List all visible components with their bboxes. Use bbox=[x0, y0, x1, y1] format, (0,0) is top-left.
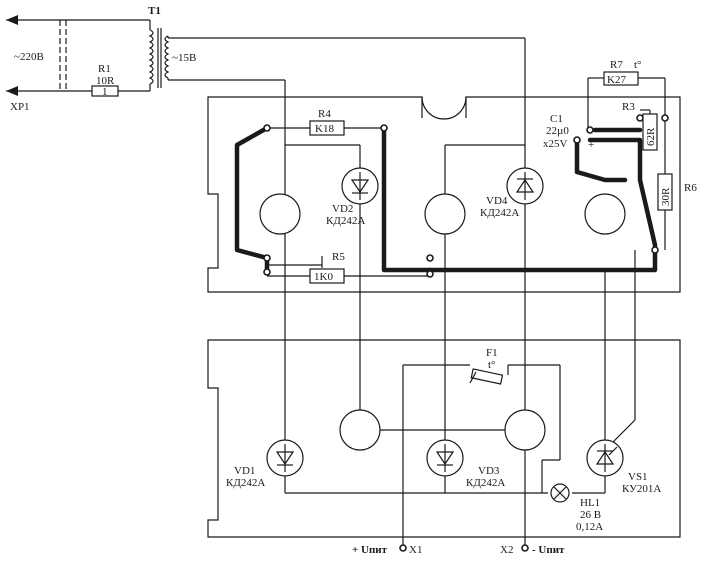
r6-value: 30R bbox=[660, 187, 672, 206]
thyristor-vs1: VS1 КУ201А bbox=[586, 439, 661, 495]
vd1-type: КД242А bbox=[226, 477, 265, 489]
plug-label: XP1 bbox=[10, 101, 30, 113]
wires bbox=[267, 38, 666, 548]
c1-capacitance: 22µ0 bbox=[546, 125, 569, 137]
diode-vd4: VD4 КД242А bbox=[480, 167, 544, 219]
mounting-holes bbox=[259, 193, 626, 451]
hl1-voltage: 26 В bbox=[580, 509, 601, 521]
lower-board bbox=[207, 339, 681, 538]
upper-board bbox=[207, 96, 681, 293]
solder-pads bbox=[263, 114, 669, 552]
vs1-ref: VS1 bbox=[628, 471, 648, 483]
vd2-type: КД242А bbox=[326, 215, 365, 227]
r3-value: 62R bbox=[645, 127, 657, 146]
mains-input: ~220В XP1 bbox=[6, 15, 150, 113]
x2-label: X2 bbox=[500, 544, 513, 556]
r5-value: 1K0 bbox=[314, 271, 333, 283]
r7-value: K27 bbox=[607, 74, 626, 86]
diode-vd3: VD3 КД242А bbox=[426, 439, 505, 489]
resistor-r1: 1 R1 10R bbox=[91, 63, 119, 98]
vd1-ref: VD1 bbox=[234, 465, 255, 477]
hl1-current: 0,12А bbox=[576, 521, 603, 533]
vd4-ref: VD4 bbox=[486, 195, 508, 207]
diode-vd2: VD2 КД242А bbox=[326, 167, 379, 227]
r4-value: K18 bbox=[315, 123, 334, 135]
r7-temp: t° bbox=[634, 59, 641, 71]
t1-secondary-voltage: ~15В bbox=[172, 52, 196, 64]
diode-vd1: VD1 КД242А bbox=[226, 439, 304, 489]
r1-value: 10R bbox=[96, 75, 115, 87]
r5-ref: R5 bbox=[332, 251, 345, 263]
vd3-ref: VD3 bbox=[478, 465, 500, 477]
r1-body-label: 1 bbox=[102, 86, 108, 98]
vd3-type: КД242А bbox=[466, 477, 505, 489]
resistor-r3: 62R R3 bbox=[622, 101, 658, 151]
r6-ref: R6 bbox=[684, 182, 697, 194]
c1-voltage: x25V bbox=[543, 138, 568, 150]
f1-temp: t° bbox=[488, 359, 495, 371]
t1-ref: T1 bbox=[148, 5, 161, 17]
vd4-type: КД242А bbox=[480, 207, 519, 219]
f1-ref: F1 bbox=[486, 347, 498, 359]
x1-label: X1 bbox=[409, 544, 422, 556]
lamp-hl1: HL1 26 В 0,12А bbox=[550, 483, 603, 533]
resistor-r6: 30R R6 bbox=[657, 173, 697, 211]
fuse-f1: F1 t° bbox=[469, 347, 504, 385]
x1-sign: + Uпит bbox=[352, 544, 388, 556]
hl1-ref: HL1 bbox=[580, 497, 600, 509]
r7-ref: R7 bbox=[610, 59, 623, 71]
vd2-ref: VD2 bbox=[332, 203, 353, 215]
capacitor-c1: C1 22µ0 x25V + bbox=[543, 113, 594, 151]
c1-polarity: + bbox=[588, 139, 594, 151]
r1-ref: R1 bbox=[98, 63, 111, 75]
resistor-r4: K18 R4 bbox=[309, 108, 345, 136]
transformer-t1: T1 ~15В bbox=[148, 5, 525, 91]
mains-voltage-label: ~220В bbox=[14, 51, 44, 63]
output-terminals: + Uпит X1 X2 - Uпит bbox=[352, 544, 565, 556]
pcb-traces bbox=[234, 125, 658, 273]
resistor-r7: K27 R7 t° bbox=[603, 59, 641, 86]
resistor-r5: 1K0 R5 bbox=[309, 251, 345, 284]
c1-ref: C1 bbox=[550, 113, 563, 125]
x2-sign: - Uпит bbox=[532, 544, 565, 556]
r3-ref: R3 bbox=[622, 101, 635, 113]
vs1-type: КУ201А bbox=[622, 483, 661, 495]
r4-ref: R4 bbox=[318, 108, 331, 120]
